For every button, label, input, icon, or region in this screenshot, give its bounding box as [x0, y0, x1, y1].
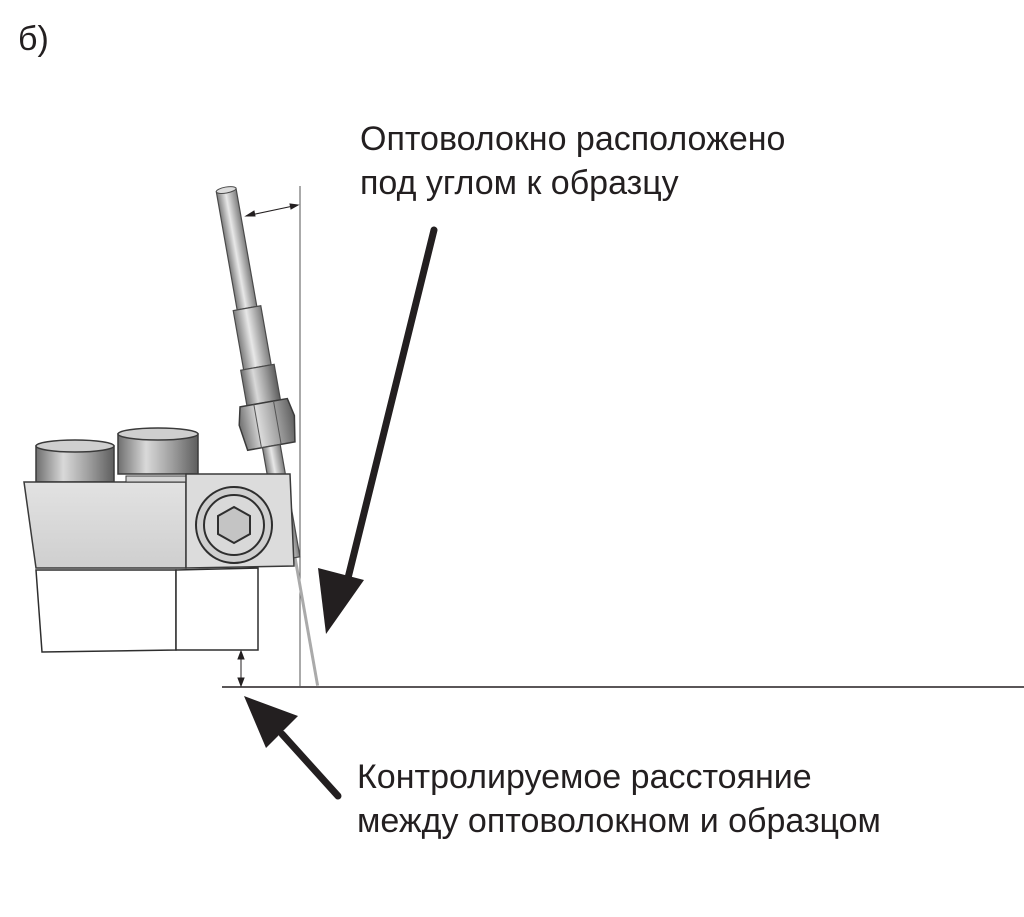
- mounting-block-icon: [23, 427, 295, 653]
- distance-callout-line1: Контролируемое расстояние: [357, 758, 812, 796]
- hex-nut-icon: [238, 397, 296, 452]
- distance-callout-line2: между оптоволокном и образцом: [357, 802, 881, 840]
- distance-dimension: [237, 649, 245, 688]
- fiber-angle-callout-line1: Оптоволокно расположено: [360, 120, 786, 158]
- angle-dimension: [244, 203, 300, 217]
- hex-bolt-icon: [195, 486, 273, 564]
- fiber-angle-callout-line2: под углом к образцу: [360, 164, 679, 202]
- fiber-angle-arrow: [318, 226, 438, 634]
- panel-label: б): [18, 20, 49, 58]
- distance-arrow: [244, 696, 342, 800]
